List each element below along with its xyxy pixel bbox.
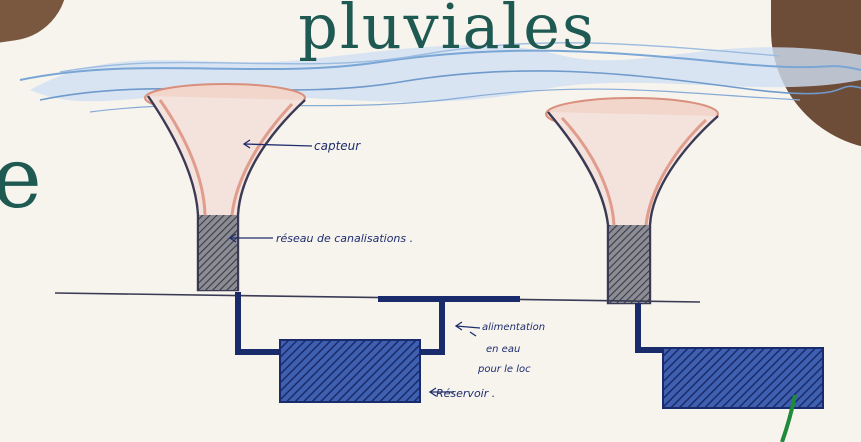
reservoir-label: Réservoir .: [436, 387, 495, 400]
left-reservoir: [279, 339, 421, 403]
right-collector: [545, 97, 719, 305]
supply-label-line1: alimentation: [482, 322, 545, 333]
green-mark: [780, 394, 797, 442]
right-pipe-network: [609, 225, 649, 303]
title-partial: des eaux: [270, 0, 630, 8]
supply-bar: [378, 296, 520, 302]
ground-line: [54, 292, 701, 303]
network-label: réseau de canalisations .: [276, 232, 413, 245]
annotation-arrows: [228, 139, 481, 397]
right-reservoir: [662, 347, 824, 409]
supply-label-line2: en eau: [486, 344, 520, 355]
collector-label: capteur: [314, 139, 361, 153]
page-title: pluviales: [298, 0, 596, 63]
left-pipe-network: [199, 215, 237, 290]
pipes: [235, 292, 664, 355]
left-collector: [144, 83, 306, 292]
supply-label-line3: pour le loc: [477, 364, 531, 375]
side-title-letter: e: [0, 129, 42, 227]
